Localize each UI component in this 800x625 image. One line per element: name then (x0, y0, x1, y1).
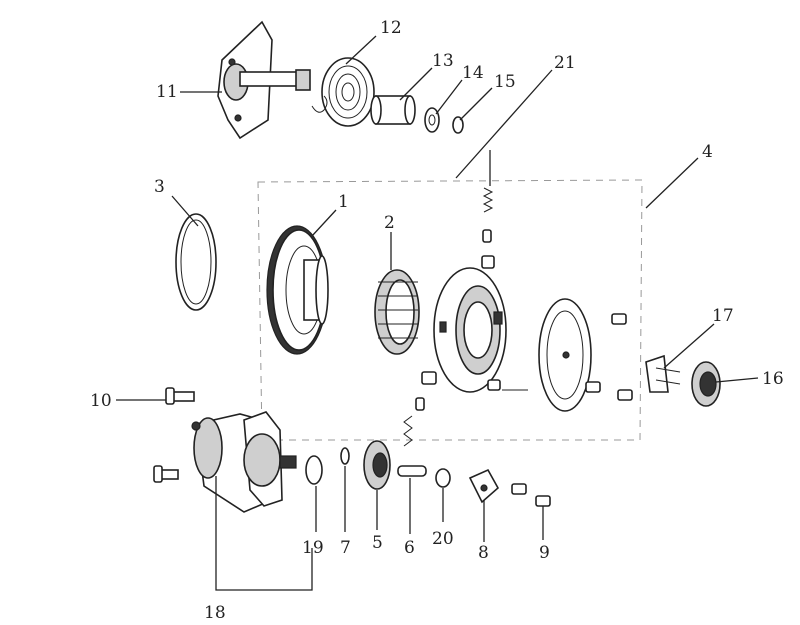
part-8-clamp (468, 468, 500, 504)
part-6-shaft (397, 465, 427, 477)
part-11-shaft-housing (217, 20, 311, 140)
part-7-washer (340, 447, 350, 465)
part-16-gear (691, 361, 721, 407)
callout-11: 11 (156, 82, 178, 102)
callout-13: 13 (432, 51, 454, 71)
callout-8: 8 (478, 543, 489, 563)
part-12-gear (311, 57, 375, 127)
part-1-outer-ring (266, 225, 329, 355)
part-15-clip (452, 116, 464, 134)
part-13-bushing (370, 95, 416, 125)
part-2-roller-cage (374, 269, 420, 355)
part-18-starter-motor (191, 411, 297, 513)
part-3-gasket (175, 213, 217, 311)
callout-7: 7 (340, 538, 351, 558)
callout-3: 3 (154, 177, 165, 197)
callout-16: 16 (762, 369, 784, 389)
part-14-washer (424, 107, 440, 133)
part-9-bolt (511, 483, 551, 507)
callout-19: 19 (302, 538, 324, 558)
callout-9: 9 (539, 543, 550, 563)
callout-1: 1 (338, 192, 349, 212)
callout-20: 20 (432, 529, 454, 549)
part-21-spring-pins (481, 187, 495, 269)
part-17-bracket (645, 354, 681, 393)
callout-15: 15 (494, 72, 516, 92)
part-4-plate (538, 298, 633, 412)
callout-12: 12 (380, 18, 402, 38)
leader-lines (116, 35, 759, 591)
callout-4: 4 (702, 142, 713, 162)
part-10-bolt (153, 387, 195, 483)
part-20-nut (435, 468, 451, 488)
callout-17: 17 (712, 306, 734, 326)
callout-14: 14 (462, 63, 484, 83)
callout-2: 2 (384, 213, 395, 233)
callout-6: 6 (404, 538, 415, 558)
callout-5: 5 (372, 533, 383, 553)
callout-labels: 11 12 13 14 15 21 4 3 1 2 10 17 16 19 7 … (90, 18, 784, 623)
callout-18: 18 (204, 603, 226, 623)
part-5-gear (363, 397, 425, 490)
part-19-o-ring (305, 455, 323, 485)
callout-10: 10 (90, 391, 112, 411)
callout-21: 21 (554, 53, 576, 73)
part-4-clutch-flange (421, 267, 528, 393)
assembly-outline (257, 179, 643, 441)
